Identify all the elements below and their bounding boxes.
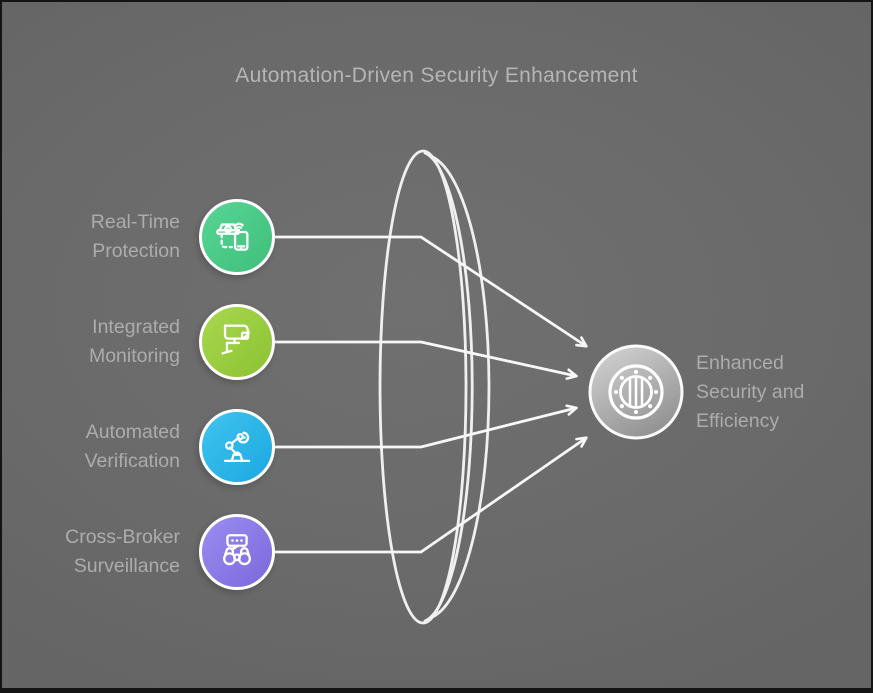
result-node [588,344,684,440]
binoculars-chat-icon [223,534,251,566]
security-camera-phone-icon [216,222,249,251]
label-line: Verification [84,450,180,472]
vault-porthole-icon [608,364,664,420]
label-line: Integrated [92,316,180,338]
label-line: Surveillance [73,555,180,577]
connector-arrow-1 [252,235,588,348]
label-line: Real-Time [90,211,180,233]
label-line: Monitoring [88,345,180,367]
label-integrated-monitoring: Integrated Monitoring [2,313,180,371]
label-line: Efficiency [696,410,780,432]
label-line: Protection [92,240,180,262]
connector-arrow-2 [252,340,578,380]
label-line: Automated [85,421,180,443]
label-line: Security and [696,381,805,403]
connector-arrow-3 [252,404,578,449]
cctv-camera-icon [221,324,250,355]
robot-arm-icon [223,431,251,463]
connector-arrow-4 [252,436,588,554]
lens-shape [378,149,491,625]
label-real-time-protection: Real-Time Protection [2,208,180,266]
node-automated-verification [199,409,275,485]
label-cross-broker-surveillance: Cross-Broker Surveillance [2,523,180,581]
node-real-time-protection [199,199,275,275]
label-line: Cross-Broker [65,526,180,548]
node-integrated-monitoring [199,304,275,380]
label-enhanced-security-efficiency: Enhanced Security and Efficiency [696,349,856,436]
label-line: Enhanced [696,352,784,374]
label-automated-verification: Automated Verification [2,418,180,476]
node-cross-broker-surveillance [199,514,275,590]
page-title: Automation-Driven Security Enhancement [235,64,638,87]
